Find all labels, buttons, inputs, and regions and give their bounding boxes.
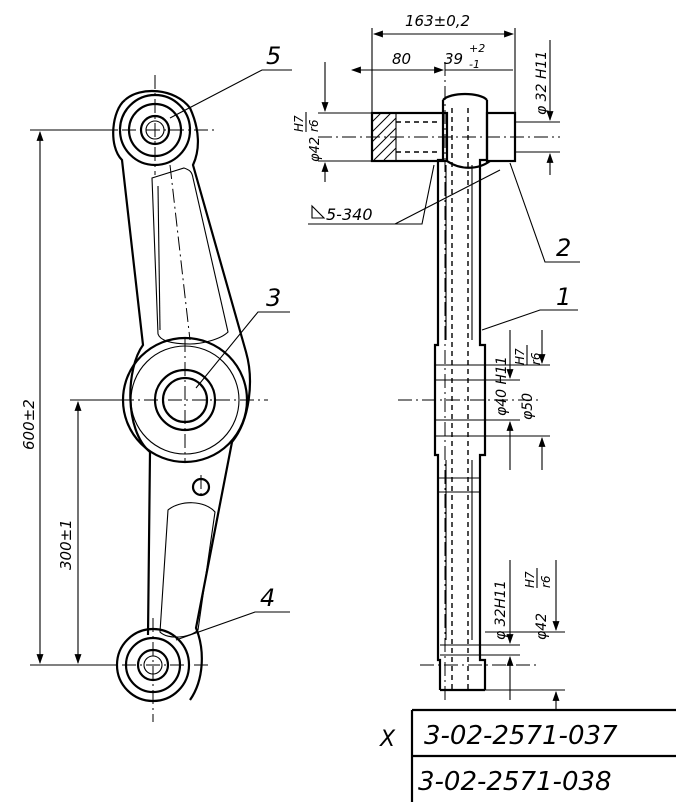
dim-text-80: 80 bbox=[392, 50, 411, 68]
top-boss-rim bbox=[124, 89, 191, 109]
dim-text-bore-top: φ 32 H11 bbox=[534, 51, 550, 115]
dim-text-fit-mid-num: H7 bbox=[513, 348, 527, 365]
weld-triangle bbox=[311, 204, 326, 219]
bottom-boss-bushing bbox=[124, 636, 182, 694]
dim-text-fit-top-pre: φ42 bbox=[308, 137, 323, 162]
dim-text-fit-top-num: H7 bbox=[292, 115, 306, 132]
part-number-1: 1 bbox=[556, 283, 571, 311]
dim-text-bore-bot: φ 32H11 bbox=[493, 580, 509, 640]
lever-front-view: 5 3 4 600±2 300±1 bbox=[20, 42, 292, 722]
leader-part-2 bbox=[509, 162, 580, 263]
part-number-2: 2 bbox=[556, 234, 571, 262]
upper-arm-slot bbox=[151, 167, 229, 345]
weld-leader-1 bbox=[308, 164, 435, 225]
side-body-inner-lines bbox=[445, 165, 473, 640]
dim-text-fit-mid-pre: φ50 bbox=[520, 393, 536, 420]
dim-tol-39-lower: -1 bbox=[469, 58, 480, 71]
side-top-weld-fillet bbox=[446, 160, 491, 169]
leader-part-3 bbox=[195, 311, 290, 389]
title-block-marker: X bbox=[379, 727, 396, 752]
dim-text-fit-bot-pre: φ42 bbox=[534, 613, 550, 640]
bottom-boss-bore-inner bbox=[143, 655, 163, 675]
title-block: X 3-02-2571-037 3-02-2571-038 bbox=[379, 708, 676, 802]
dim-text-weld: 5-340 bbox=[326, 205, 373, 224]
dim-text-fit-mid-den: r6 bbox=[529, 352, 543, 365]
leader-part-5 bbox=[169, 69, 292, 119]
document-number-2: 3-02-2571-038 bbox=[418, 767, 612, 797]
top-boss-bore bbox=[139, 114, 171, 146]
upper-arm-edge bbox=[157, 185, 161, 331]
top-boss-bore-inner bbox=[145, 120, 165, 140]
dim-text-fit-top-den: r6 bbox=[307, 119, 321, 132]
middle-hub-bushing bbox=[153, 368, 217, 432]
side-hidden-bore bbox=[451, 108, 469, 690]
dim-text-39: 39 bbox=[444, 50, 463, 68]
bottom-boss-bore bbox=[136, 648, 170, 682]
part-number-3: 3 bbox=[266, 284, 281, 312]
dim-tol-39-upper: +2 bbox=[469, 42, 485, 55]
dim-text-163: 163±0,2 bbox=[405, 12, 470, 30]
part-number-4: 4 bbox=[260, 584, 275, 612]
centerline-upper-arm bbox=[169, 164, 191, 341]
side-top-hidden bbox=[396, 121, 440, 153]
lower-arm-slot bbox=[159, 502, 216, 638]
side-bushing-hatch bbox=[371, 112, 397, 161]
weld-leader-2 bbox=[394, 169, 501, 225]
middle-hub-face bbox=[130, 345, 240, 455]
document-number-1: 3-02-2571-037 bbox=[424, 721, 618, 751]
middle-hub-bore bbox=[161, 376, 209, 424]
leader-part-4 bbox=[175, 611, 290, 641]
part-number-5: 5 bbox=[266, 42, 281, 70]
dim-text-600: 600±2 bbox=[20, 399, 38, 450]
dim-text-bore-mid: φ40 H11 bbox=[494, 356, 510, 416]
side-step-lines bbox=[438, 477, 485, 656]
leader-part-1 bbox=[481, 309, 578, 331]
lever-side-view: 163±0,2 80 39 +2 -1 φ 32 H11 φ42 H7 r6 5… bbox=[292, 12, 580, 710]
top-boss-outer bbox=[118, 93, 192, 167]
dim-text-fit-bot-num: H7 bbox=[523, 571, 537, 588]
dim-text-fit-bot-den: r6 bbox=[539, 575, 553, 588]
top-boss-bushing bbox=[127, 102, 183, 158]
side-hub-lines bbox=[435, 364, 485, 437]
dim-text-300: 300±1 bbox=[57, 519, 75, 570]
side-body-outline bbox=[433, 92, 489, 692]
